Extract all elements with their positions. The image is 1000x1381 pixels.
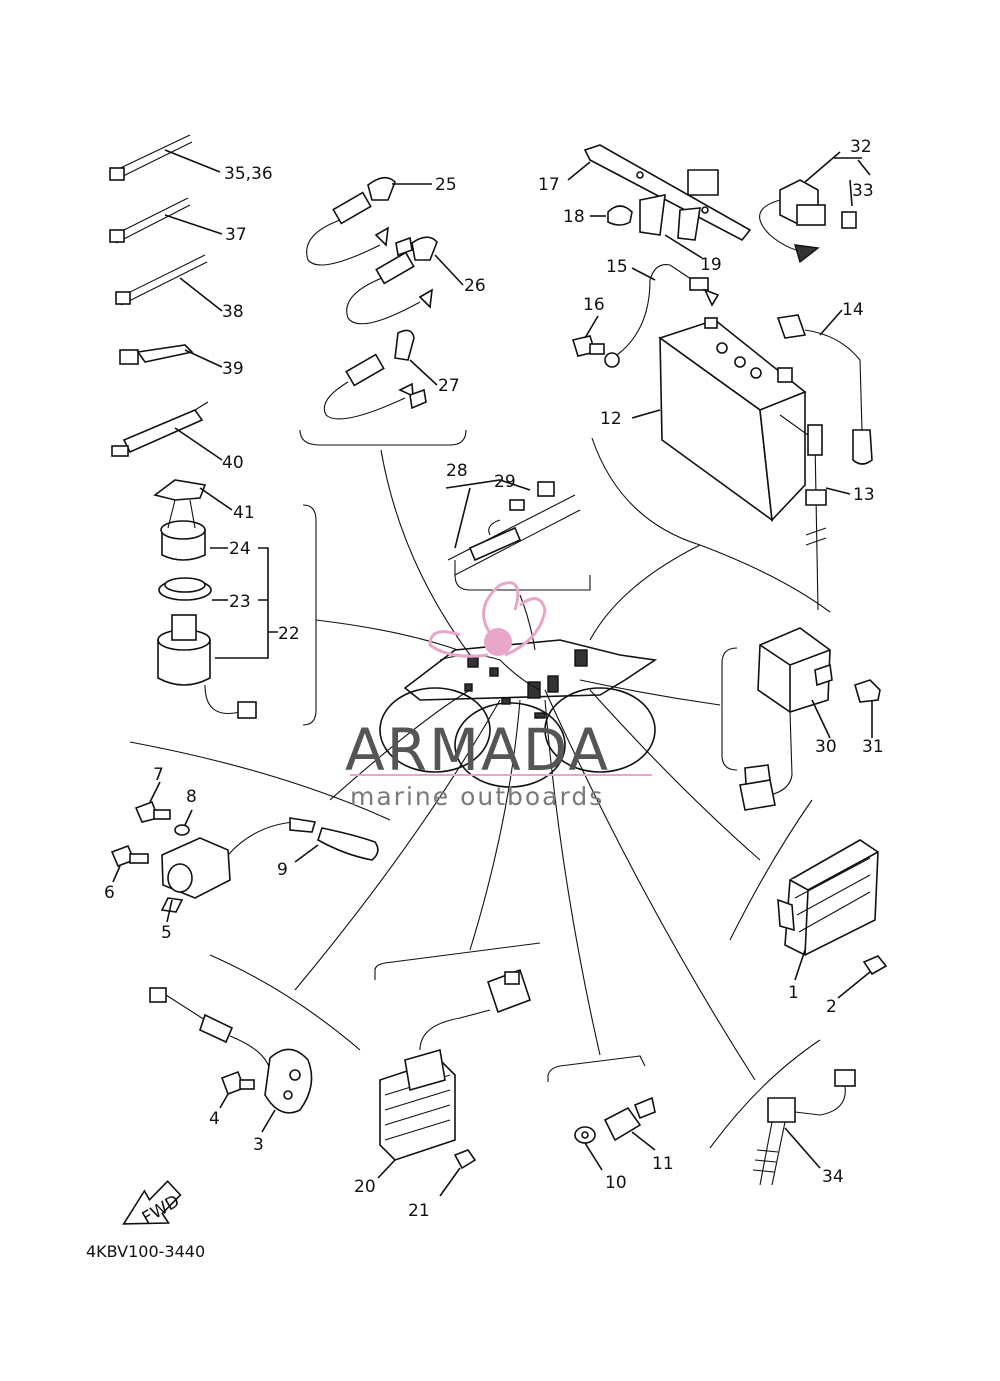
callout-39: 39 <box>222 359 244 379</box>
watermark-subtitle: marine outboards <box>350 782 604 811</box>
callout-29: 29 <box>494 472 516 492</box>
callout-17: 17 <box>538 175 560 195</box>
callout-24: 24 <box>229 539 251 559</box>
part-cable-tie-38 <box>115 254 223 312</box>
callout-4: 4 <box>209 1109 220 1129</box>
part-cable-tie-35-36 <box>109 134 221 181</box>
callout-35-36: 35,36 <box>224 164 273 184</box>
callout-7: 7 <box>153 765 164 785</box>
callout-25: 25 <box>435 175 457 195</box>
callout-14: 14 <box>842 300 864 320</box>
part-harness-28-29 <box>445 479 581 576</box>
part-cable-14 <box>776 309 873 465</box>
watermark-title: ARMADA <box>345 716 610 784</box>
callout-23: 23 <box>229 592 251 612</box>
callout-28: 28 <box>446 461 468 481</box>
callout-19: 19 <box>700 255 722 275</box>
callout-31: 31 <box>862 737 884 757</box>
callout-11: 11 <box>652 1154 674 1174</box>
part-bolt-16 <box>571 315 605 357</box>
connection-lines <box>294 449 761 1081</box>
callout-20: 20 <box>354 1177 376 1197</box>
callout-2: 2 <box>826 997 837 1017</box>
callout-5: 5 <box>161 923 172 943</box>
group-brackets <box>129 429 831 1149</box>
callout-40: 40 <box>222 453 244 473</box>
callout-37: 37 <box>225 225 247 245</box>
callout-21: 21 <box>408 1201 430 1221</box>
callout-30: 30 <box>815 737 837 757</box>
callout-38: 38 <box>222 302 244 322</box>
part-sensor-3 <box>149 987 313 1133</box>
part-bolt-7 <box>134 781 171 823</box>
callout-13: 13 <box>853 485 875 505</box>
part-clamp-39 <box>119 344 223 368</box>
armada-watermark-logo: ARMADA marine outboards <box>345 581 652 811</box>
callout-18: 18 <box>563 207 585 227</box>
part-holder-40 <box>111 401 223 461</box>
part-relay-32-33 <box>759 151 871 264</box>
callout-41: 41 <box>233 503 255 523</box>
part-bracket-17 <box>567 144 752 259</box>
callout-10: 10 <box>605 1173 627 1193</box>
part-washer-8 <box>174 809 193 836</box>
callout-15: 15 <box>606 257 628 277</box>
callout-9: 9 <box>277 860 288 880</box>
callout-22: 22 <box>278 624 300 644</box>
part-battery-12 <box>631 317 807 522</box>
callout-33: 33 <box>852 181 874 201</box>
part-sensor-34 <box>752 1069 856 1186</box>
callout-8: 8 <box>186 787 197 807</box>
fwd-arrow-icon: FWD <box>122 1180 183 1229</box>
callout-16: 16 <box>583 295 605 315</box>
callout-6: 6 <box>104 883 115 903</box>
callout-1: 1 <box>788 983 799 1003</box>
part-main-switch-assembly <box>153 479 278 719</box>
callout-27: 27 <box>438 376 460 396</box>
part-starter-relay-5 <box>160 817 379 923</box>
part-bolt-6 <box>110 844 149 883</box>
part-bolt-4 <box>219 1070 255 1109</box>
part-breather-13 <box>779 414 851 611</box>
part-thermo-switch-11 <box>574 1096 656 1171</box>
callout-26: 26 <box>464 276 486 296</box>
callout-32: 32 <box>850 137 872 157</box>
callout-34: 34 <box>822 1167 844 1187</box>
callout-labels: 1 2 3 4 5 6 7 8 9 10 11 12 13 14 15 16 1… <box>104 137 884 1221</box>
part-cable-tie-37 <box>109 197 223 244</box>
callout-12: 12 <box>600 409 622 429</box>
callout-3: 3 <box>253 1135 264 1155</box>
part-ignition-coil-30 <box>739 627 881 811</box>
propeller-logo-icon <box>428 581 547 658</box>
part-cable-15 <box>604 264 720 368</box>
part-rectifier-20 <box>377 968 532 1197</box>
part-plug-leads <box>306 176 464 420</box>
diagram-code: 4KBV100-3440 <box>86 1242 205 1261</box>
part-cdi-unit-1 <box>777 839 888 999</box>
